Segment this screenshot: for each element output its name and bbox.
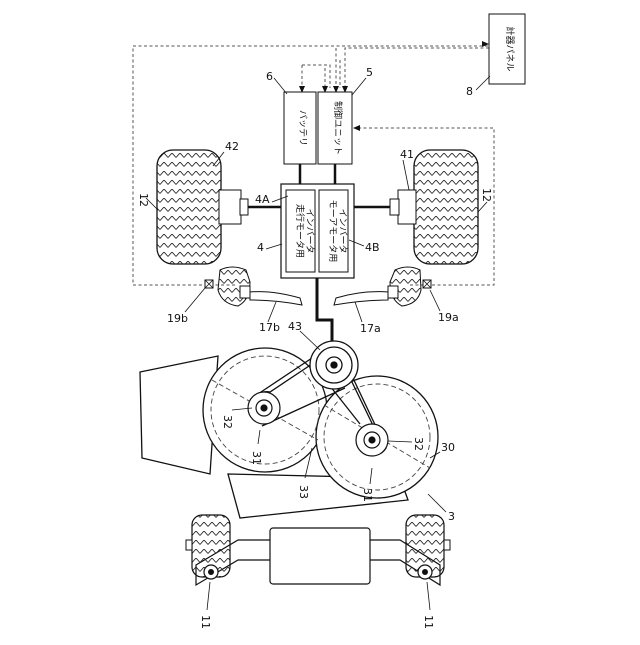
leader-17a — [355, 302, 362, 322]
leader-3 — [428, 494, 446, 512]
leader-11-right — [427, 582, 430, 610]
leader-17b — [268, 302, 276, 322]
mower-inverter-label-2: インバータ — [337, 208, 348, 253]
leader-8 — [476, 76, 490, 90]
leader-11-left — [207, 582, 210, 610]
leader-19b — [185, 288, 205, 312]
leader-6 — [274, 78, 287, 94]
power-wires — [300, 164, 335, 184]
control-unit-box: 制御ユニット — [318, 92, 352, 164]
ref-11-right: 11 — [422, 615, 435, 629]
ref-4: 4 — [257, 241, 264, 254]
right-rear-wheel — [390, 150, 478, 264]
front-frame — [196, 528, 440, 585]
ref-6: 6 — [266, 70, 273, 83]
leader-12-right — [478, 202, 487, 212]
ref-19b: 19b — [167, 312, 188, 325]
battery-label: バッテリ — [297, 110, 308, 146]
ref-4B: 4B — [365, 241, 380, 254]
ref-31-upper: 31 — [250, 451, 263, 465]
ref-11-left: 11 — [199, 615, 212, 629]
ref-42: 42 — [225, 140, 239, 153]
mower-inverter-label-1: モーアモータ用 — [327, 200, 338, 263]
ref-17b: 17b — [259, 321, 280, 334]
ref-19a: 19a — [438, 311, 459, 324]
front-left-wheel — [186, 515, 230, 579]
travel-inverter-label-2: インバータ — [304, 208, 315, 253]
front-right-wheel — [406, 515, 450, 579]
ref-33: 33 — [297, 485, 310, 499]
ref-5: 5 — [366, 66, 373, 79]
leader-5 — [352, 78, 366, 95]
leader-43 — [300, 331, 320, 350]
leader-19a — [430, 290, 440, 311]
ref-3: 3 — [448, 510, 455, 523]
ref-4A: 4A — [255, 193, 270, 206]
left-rear-wheel — [157, 150, 248, 264]
ref-32-upper: 32 — [221, 415, 234, 429]
leader-4 — [266, 244, 282, 249]
ref-12-right: 12 — [480, 188, 493, 202]
inverter-unit: 走行モータ用 インバータ モーアモータ用 インバータ — [281, 184, 354, 278]
mower-motor-cable — [317, 278, 332, 342]
ref-17a: 17a — [360, 322, 381, 335]
ref-32-lower: 32 — [412, 437, 425, 451]
ref-30: 30 — [441, 441, 455, 454]
meter-panel-label: 計器パネル — [504, 26, 516, 71]
control-unit-label: 制御ユニット — [332, 101, 344, 155]
ref-8: 8 — [466, 85, 473, 98]
ref-41: 41 — [400, 148, 414, 161]
ref-31-lower: 31 — [361, 488, 374, 502]
leader-41 — [403, 160, 409, 190]
mower-motor-pulley — [310, 341, 358, 389]
ref-43: 43 — [288, 320, 302, 333]
battery-box: バッテリ — [284, 92, 316, 164]
meter-panel: 計器パネル — [489, 14, 525, 84]
